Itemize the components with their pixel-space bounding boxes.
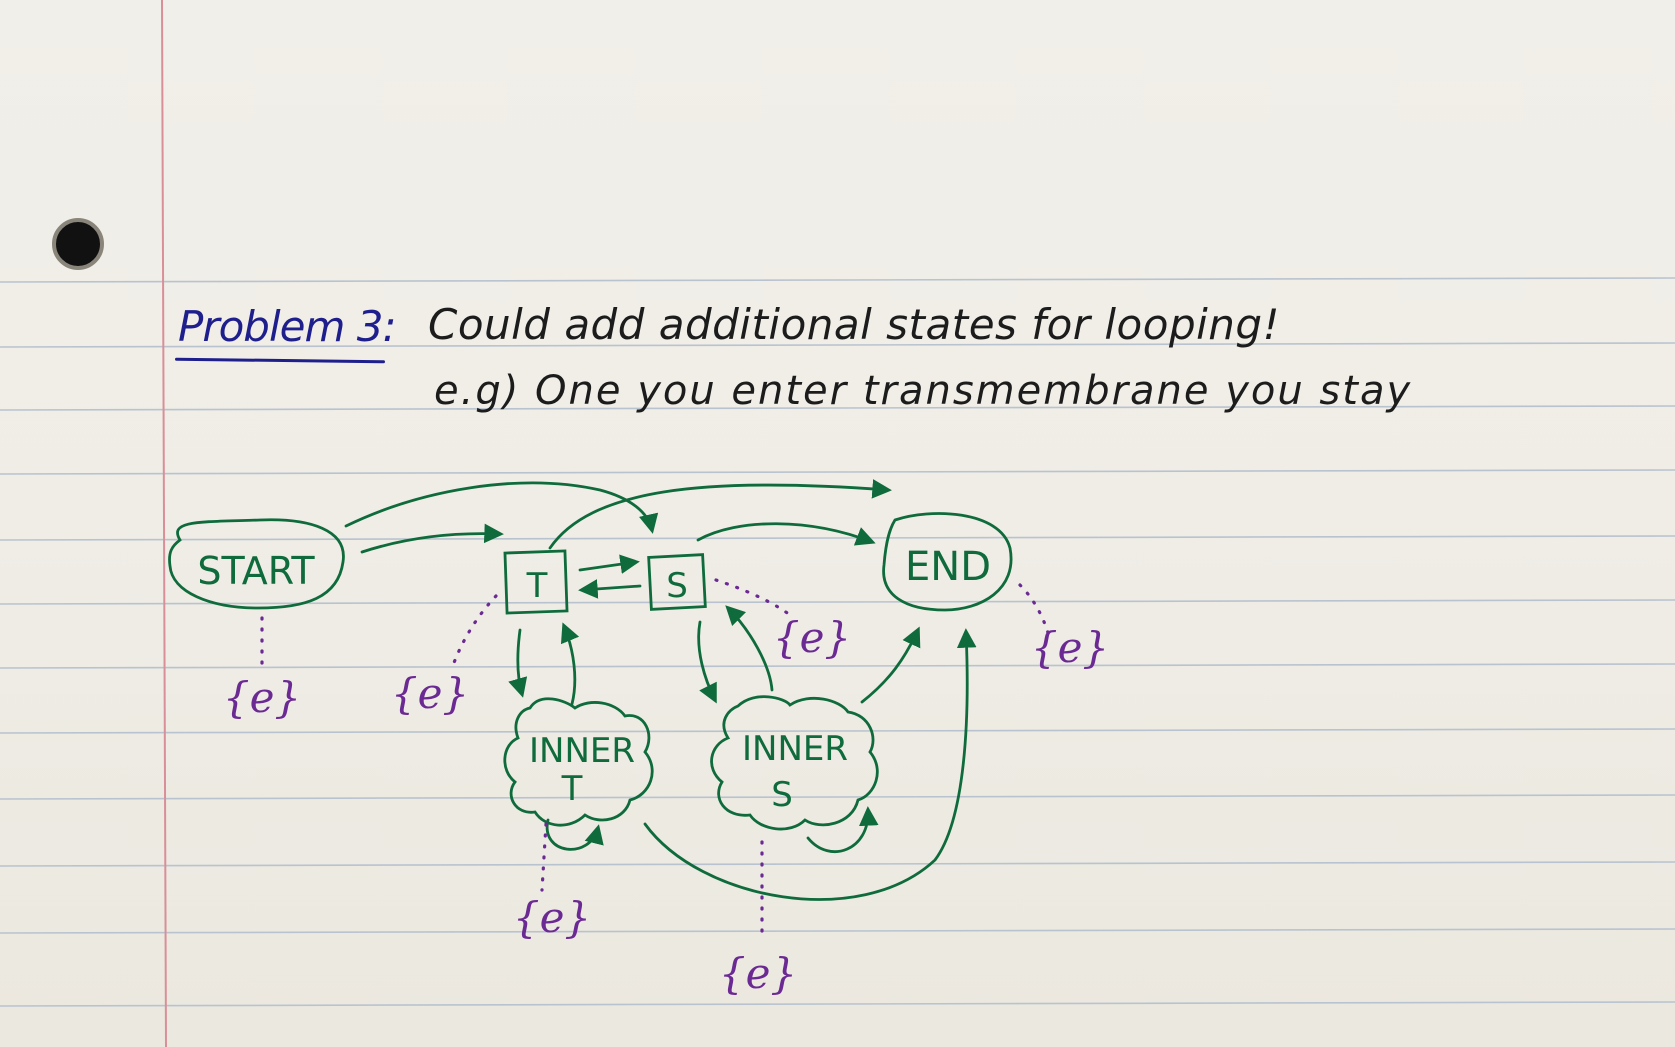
emission-dotted-s bbox=[714, 578, 792, 617]
transition-t-to-inner-t bbox=[508, 628, 528, 698]
transition-inner-t-to-t bbox=[560, 622, 580, 706]
transition-inner-s-to-end bbox=[860, 626, 921, 704]
empty-emission-t: {e} bbox=[391, 669, 469, 718]
transition-inner-s-to-s bbox=[725, 605, 774, 692]
ruled-lines bbox=[0, 277, 1675, 1007]
s-state-label: S bbox=[666, 566, 688, 606]
margin-line bbox=[161, 0, 167, 1047]
transition-s-to-t bbox=[578, 579, 642, 599]
inner-s-node: INNER S bbox=[710, 695, 879, 831]
empty-emission-inner-s: {e} bbox=[719, 949, 797, 998]
binder-hole bbox=[52, 218, 104, 270]
empty-emission-s: {e} bbox=[773, 613, 851, 662]
note-example: e.g) One you enter transmembrane you sta… bbox=[434, 368, 1413, 414]
inner-s-label-line2: S bbox=[771, 775, 793, 815]
inner-s-label-line1: INNER bbox=[742, 729, 848, 769]
inner-t-label-line1: INNER bbox=[529, 731, 635, 771]
transition-start-to-t bbox=[360, 523, 504, 554]
transition-s-to-end bbox=[696, 522, 876, 546]
empty-emission-labels: {e} {e} {e} {e} {e} {e} bbox=[223, 613, 1109, 998]
end-node: END bbox=[882, 512, 1013, 612]
transition-start-to-s bbox=[344, 481, 659, 534]
start-node: START bbox=[168, 518, 345, 610]
empty-emission-inner-t: {e} bbox=[513, 893, 591, 942]
transition-inner-t-to-end bbox=[643, 628, 977, 901]
inner-t-node: INNER T bbox=[503, 697, 654, 827]
emission-dotted-t bbox=[450, 594, 498, 670]
start-label: START bbox=[197, 549, 315, 593]
emission-dotted-inner-t bbox=[540, 822, 548, 892]
self-loop-inner-t bbox=[545, 818, 604, 851]
t-state-node: T bbox=[503, 549, 569, 615]
empty-emission-start: {e} bbox=[223, 673, 301, 722]
t-state-label: T bbox=[526, 566, 548, 606]
note-headline: Could add additional states for looping! bbox=[428, 300, 1280, 349]
transition-t-to-end bbox=[548, 479, 892, 550]
end-label: END bbox=[905, 544, 991, 590]
self-loop-inner-s bbox=[806, 806, 879, 854]
s-state-node: S bbox=[647, 553, 707, 611]
problem-label: Problem 3: bbox=[178, 302, 397, 351]
inner-t-label-line2: T bbox=[561, 769, 583, 809]
transition-t-to-s bbox=[578, 554, 640, 574]
transition-s-to-inner-s bbox=[697, 620, 717, 704]
empty-emission-end: {e} bbox=[1031, 623, 1109, 672]
emission-dotted-end bbox=[1018, 583, 1052, 642]
